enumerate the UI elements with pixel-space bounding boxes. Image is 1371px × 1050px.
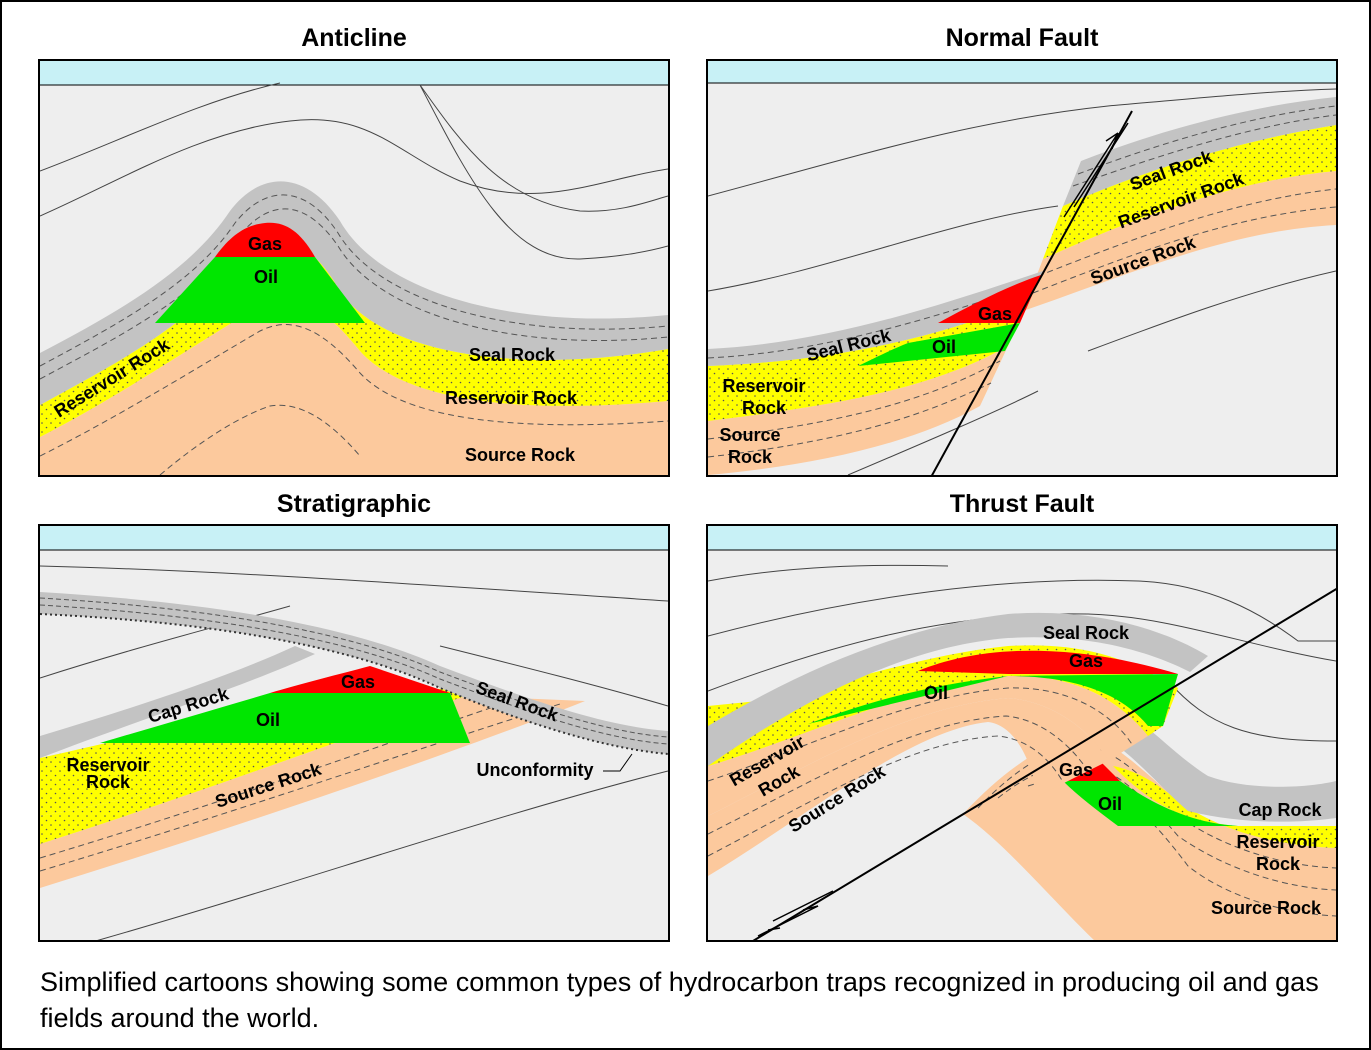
thrust-fault-drawing: Seal Rock Gas Oil Reservoir Rock Source … — [708, 526, 1336, 940]
reservoir-rock-label-right: Reservoir Rock — [445, 388, 578, 408]
water-layer — [40, 526, 668, 550]
reservoir-label-lower-2: Rock — [1256, 854, 1301, 874]
stratigraphic-drawing: Cap Rock Gas Oil Seal Rock Reservoir Roc… — [40, 526, 668, 940]
gas-label: Gas — [248, 234, 282, 254]
seal-rock-layer — [40, 592, 668, 754]
reservoir-label-lower-1: Reservoir — [1236, 832, 1319, 852]
oil-zone-lower — [1063, 781, 1238, 826]
gas-label-lower: Gas — [1059, 760, 1093, 780]
gas-zone — [270, 666, 450, 693]
oil-label-lower: Oil — [1098, 794, 1122, 814]
oil-label: Oil — [254, 267, 278, 287]
reservoir-rock-layer-lower — [708, 301, 1028, 421]
fault-line — [752, 588, 1336, 940]
gas-label-upper: Gas — [1069, 651, 1103, 671]
seal-rock-layer-upper — [708, 612, 1208, 766]
oil-label: Oil — [256, 710, 280, 730]
source-rock-label-lower: Source Rock — [1211, 898, 1322, 918]
source-rock-layer — [40, 298, 668, 475]
normal-fault-title: Normal Fault — [945, 24, 1099, 52]
slip-arrow — [757, 905, 819, 937]
reservoir-rock-layer-lower — [1113, 766, 1336, 848]
oil-zone — [858, 323, 1020, 366]
gas-zone-upper — [918, 650, 1178, 674]
oil-label: Oil — [932, 337, 956, 357]
oil-zone — [100, 693, 470, 743]
source-rock-layer-upper — [708, 675, 1148, 816]
anticline-panel: Gas Oil Seal Rock Reservoir Rock Source … — [38, 59, 670, 477]
reservoir-label-lower-2: Rock — [742, 398, 787, 418]
gas-zone — [215, 222, 315, 257]
reservoir-label-2: Rock — [86, 772, 131, 792]
reservoir-rock-layer-upper — [1043, 125, 1336, 259]
source-rock-layer-lower — [963, 736, 1336, 940]
unconformity-label: Unconformity — [477, 760, 594, 780]
reservoir-rock-layer — [40, 239, 668, 437]
water-layer — [708, 61, 1336, 83]
anticline-drawing: Gas Oil Seal Rock Reservoir Rock Source … — [40, 61, 668, 475]
seal-rock-layer-lower — [708, 271, 1043, 366]
normal-fault-drawing: Seal Rock Reservoir Rock Source Rock Gas… — [708, 61, 1336, 475]
water-layer — [40, 61, 668, 85]
thrust-fault-title: Thrust Fault — [949, 490, 1095, 518]
source-rock-layer-upper — [1023, 171, 1336, 311]
gas-label: Gas — [341, 672, 375, 692]
oil-zone-upper — [808, 674, 1178, 726]
source-rock-layer — [40, 696, 585, 888]
oil-label-upper: Oil — [924, 683, 948, 703]
unconformity-pointer — [603, 753, 633, 772]
gas-zone — [938, 275, 1041, 323]
source-label-lower-1: Source — [719, 425, 780, 445]
cap-rock-label: Cap Rock — [1238, 800, 1322, 820]
source-label-lower-2: Rock — [728, 447, 773, 467]
normal-fault-panel: Seal Rock Reservoir Rock Source Rock Gas… — [706, 59, 1338, 477]
figure-caption: Simplified cartoons showing some common … — [40, 967, 1319, 1033]
gas-label: Gas — [978, 304, 1012, 324]
reservoir-label-lower-1: Reservoir — [722, 376, 805, 396]
water-layer — [708, 526, 1336, 550]
seal-rock-label: Seal Rock — [1043, 623, 1130, 643]
anticline-title: Anticline — [301, 24, 407, 52]
fault-line — [931, 110, 1133, 475]
stratigraphic-panel: Cap Rock Gas Oil Seal Rock Reservoir Roc… — [38, 524, 670, 942]
source-rock-label: Source Rock — [465, 445, 576, 465]
oil-zone — [155, 257, 365, 323]
cap-rock-layer — [40, 646, 315, 758]
source-rock-layer-lower — [708, 346, 1008, 475]
seal-rock-layer-upper — [1063, 97, 1336, 206]
seal-rock-label: Seal Rock — [469, 345, 556, 365]
stratigraphic-title: Stratigraphic — [276, 490, 432, 518]
thrust-fault-panel: Seal Rock Gas Oil Reservoir Rock Source … — [706, 524, 1338, 942]
seal-rock-layer — [40, 181, 668, 405]
reservoir-label-1: Reservoir — [66, 755, 149, 775]
